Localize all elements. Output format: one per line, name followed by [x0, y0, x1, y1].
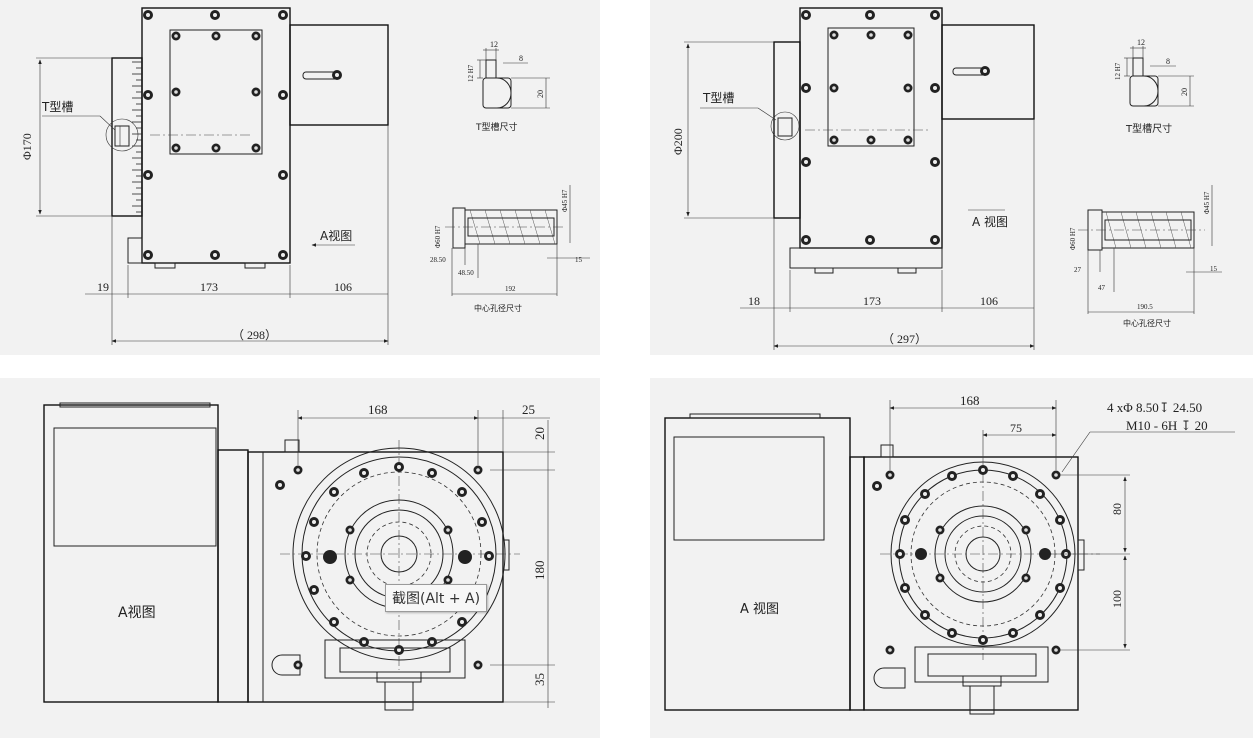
bl-dim-35: 35: [532, 673, 547, 686]
bl-a-view: A视图: [118, 605, 156, 621]
tl-a-view: A视图: [320, 228, 352, 243]
tl-bore-title: 中心孔径尺寸: [474, 303, 522, 313]
tr-dia: Φ200: [671, 128, 685, 155]
tr-ts-20: 20: [1180, 88, 1189, 96]
tl-b-d60: Φ60 H7: [434, 225, 442, 248]
tl-b-15: 15: [575, 256, 583, 264]
br-note-2: M10 - 6H ↧ 20: [1126, 418, 1208, 433]
tr-t-slot-label: T型槽: [702, 91, 734, 105]
tr-b-d60: Φ60 H7: [1069, 227, 1077, 250]
tr-dim-173: 173: [863, 294, 881, 308]
tl-ts-20: 20: [536, 90, 545, 98]
top-right-drawing: [684, 7, 1222, 350]
bl-dim-168: 168: [368, 402, 388, 417]
panel-bottom-right: [650, 378, 1253, 738]
tr-dim-18: 18: [748, 294, 760, 308]
br-dim-168: 168: [960, 393, 980, 408]
panel-top-left: [0, 0, 600, 355]
tr-b-47: 47: [1098, 284, 1106, 292]
panel-bottom-left: [0, 378, 600, 738]
tr-dim-total: （ 297）: [882, 332, 927, 346]
tr-tslot-title: T型槽尺寸: [1125, 122, 1172, 135]
screenshot-tooltip: 截图(Alt + A): [385, 584, 488, 612]
tl-ts-12: 12: [490, 40, 498, 49]
tl-ts-12h7: 12 H7: [467, 64, 475, 82]
tl-dia: Φ170: [20, 133, 34, 160]
tr-b-15: 15: [1210, 265, 1218, 273]
tl-b-28: 28.50: [430, 256, 446, 264]
br-note-1: 4 xΦ 8.50↧ 24.50: [1107, 400, 1202, 415]
br-dim-75: 75: [1010, 421, 1022, 435]
tl-dim-173: 173: [200, 280, 218, 294]
tr-ts-12: 12: [1137, 38, 1145, 47]
tl-t-slot-label: T型槽: [41, 100, 73, 114]
br-dim-80: 80: [1110, 503, 1124, 515]
bl-dim-20: 20: [532, 427, 547, 440]
tr-ts-8: 8: [1166, 57, 1170, 66]
tl-b-48: 48.50: [458, 269, 474, 277]
tr-bore-title: 中心孔径尺寸: [1123, 318, 1171, 328]
bottom-right-drawing: [664, 400, 1235, 715]
tr-b-27: 27: [1074, 266, 1082, 274]
tl-b-d45: Φ45 H7: [561, 189, 569, 212]
bottom-left-drawing: [43, 402, 555, 711]
tr-dim-106: 106: [980, 294, 998, 308]
panel-top-right: [650, 0, 1253, 355]
br-a-view: A 视图: [740, 602, 779, 617]
tr-b-d45: Φ45 H7: [1203, 191, 1211, 214]
bl-dim-25: 25: [522, 402, 535, 417]
top-left-drawing: [36, 7, 590, 345]
tl-dim-total: （ 298）: [232, 328, 277, 342]
tr-a-view: A 视图: [972, 214, 1008, 229]
br-dim-100: 100: [1110, 590, 1124, 608]
tl-tslot-title: T型槽尺寸: [475, 121, 518, 133]
tl-dim-19: 19: [97, 280, 109, 294]
tr-ts-12h7: 12 H7: [1114, 62, 1122, 80]
tl-dim-106: 106: [334, 280, 352, 294]
tl-b-192: 192: [505, 285, 516, 293]
tl-ts-8: 8: [519, 54, 523, 63]
tr-b-190: 190.5: [1137, 303, 1153, 311]
bl-dim-180: 180: [532, 561, 547, 581]
